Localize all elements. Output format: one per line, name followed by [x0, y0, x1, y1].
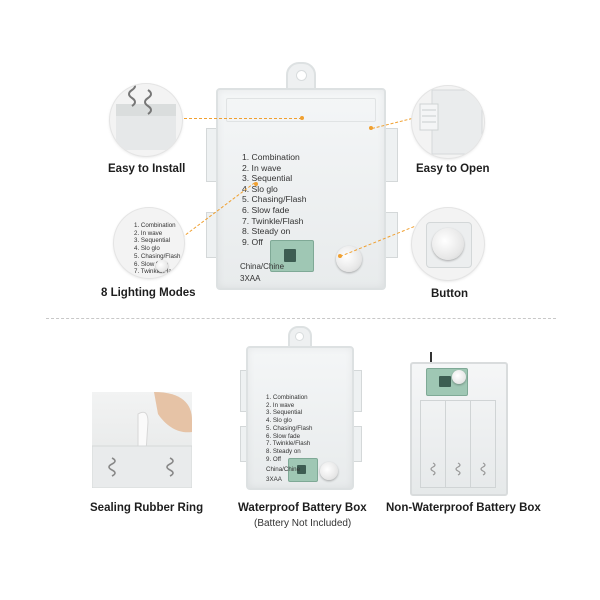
mode-list-small: 1. Combination 2. In wave 3. Sequential …	[266, 394, 312, 463]
mode-item: 2. In wave	[134, 229, 163, 237]
mode-item: 4. Slo glo	[134, 245, 160, 253]
mode-item: 1. Combination	[266, 394, 308, 401]
open-detail-circle	[412, 86, 484, 158]
mode-list-zoom: 1. Combination 2. In wave 3. Sequential …	[134, 222, 180, 276]
mode-item: 5. Chasing/Flash	[134, 252, 181, 260]
button-icon	[432, 228, 464, 260]
mode-item: 7. Twinkle/Flash	[266, 440, 311, 448]
mode-item: 6. Slow fade	[134, 260, 169, 268]
mode-button	[336, 246, 362, 272]
section-divider	[46, 318, 556, 319]
mode-item: 7. Twinkle/Flash	[134, 268, 179, 276]
latch-icon	[419, 89, 483, 155]
modes-detail-circle: 1. Combination 2. In wave 3. Sequential …	[114, 208, 184, 278]
waterproof-battery-box: 1. Combination 2. In wave 3. Sequential …	[240, 326, 362, 490]
mode-item: 7. Twinkle/Flash	[242, 215, 304, 226]
non-waterproof-battery-box	[410, 352, 508, 496]
mode-item: 6. Slow fade	[266, 432, 301, 440]
mode-item: 4. Slo glo	[242, 183, 278, 194]
mode-list: 1. Combination 2. In wave 3. Sequential …	[242, 152, 307, 247]
mode-item: 8. Steady on	[266, 447, 301, 455]
caption-lighting-modes: 8 Lighting Modes	[101, 287, 196, 299]
mode-item: 8. Steady on	[242, 226, 291, 237]
mode-item: 3. Sequential	[266, 409, 303, 417]
mode-item: 1. Combination	[134, 222, 176, 229]
caption-easy-open: Easy to Open	[416, 163, 490, 175]
install-detail-circle	[110, 84, 182, 156]
mode-item: 5. Chasing/Flash	[242, 194, 307, 205]
caption-non-waterproof-box: Non-Waterproof Battery Box	[386, 502, 541, 514]
caption-battery-note: (Battery Not Included)	[254, 518, 352, 529]
circuit-board	[270, 240, 314, 272]
caption-easy-install: Easy to Install	[108, 163, 186, 175]
battery-label: 3XAA	[240, 274, 261, 283]
mode-item: 6. Slow fade	[242, 204, 290, 215]
mode-item: 2. In wave	[242, 162, 282, 173]
mode-item: 3. Sequential	[242, 173, 293, 184]
origin-label: China/Chine	[240, 262, 285, 271]
mode-item: 3. Sequential	[134, 237, 171, 245]
mode-item: 9. Off	[266, 455, 282, 463]
mode-item: 4. Slo glo	[266, 417, 292, 425]
finger-ring-icon	[92, 392, 192, 488]
mode-item: 9. Off	[242, 236, 263, 247]
mode-item: 2. In wave	[266, 401, 295, 409]
spring-icon	[116, 84, 176, 150]
origin-label-small: China/Chine	[266, 466, 301, 473]
button-detail-circle	[412, 208, 484, 280]
spring-icon	[430, 462, 486, 476]
mode-item: 5. Chasing/Flash	[266, 424, 313, 432]
leader-install	[164, 118, 302, 119]
sealing-ring-photo	[92, 392, 192, 488]
caption-button: Button	[431, 288, 469, 300]
battery-label-small: 3XAA	[266, 476, 282, 483]
main-battery-box: 1. Combination 2. In wave 3. Sequential …	[206, 62, 398, 290]
mode-item: 1. Combination	[242, 152, 300, 162]
caption-sealing-ring: Sealing Rubber Ring	[90, 502, 204, 514]
caption-waterproof-box: Waterproof Battery Box	[238, 502, 367, 514]
